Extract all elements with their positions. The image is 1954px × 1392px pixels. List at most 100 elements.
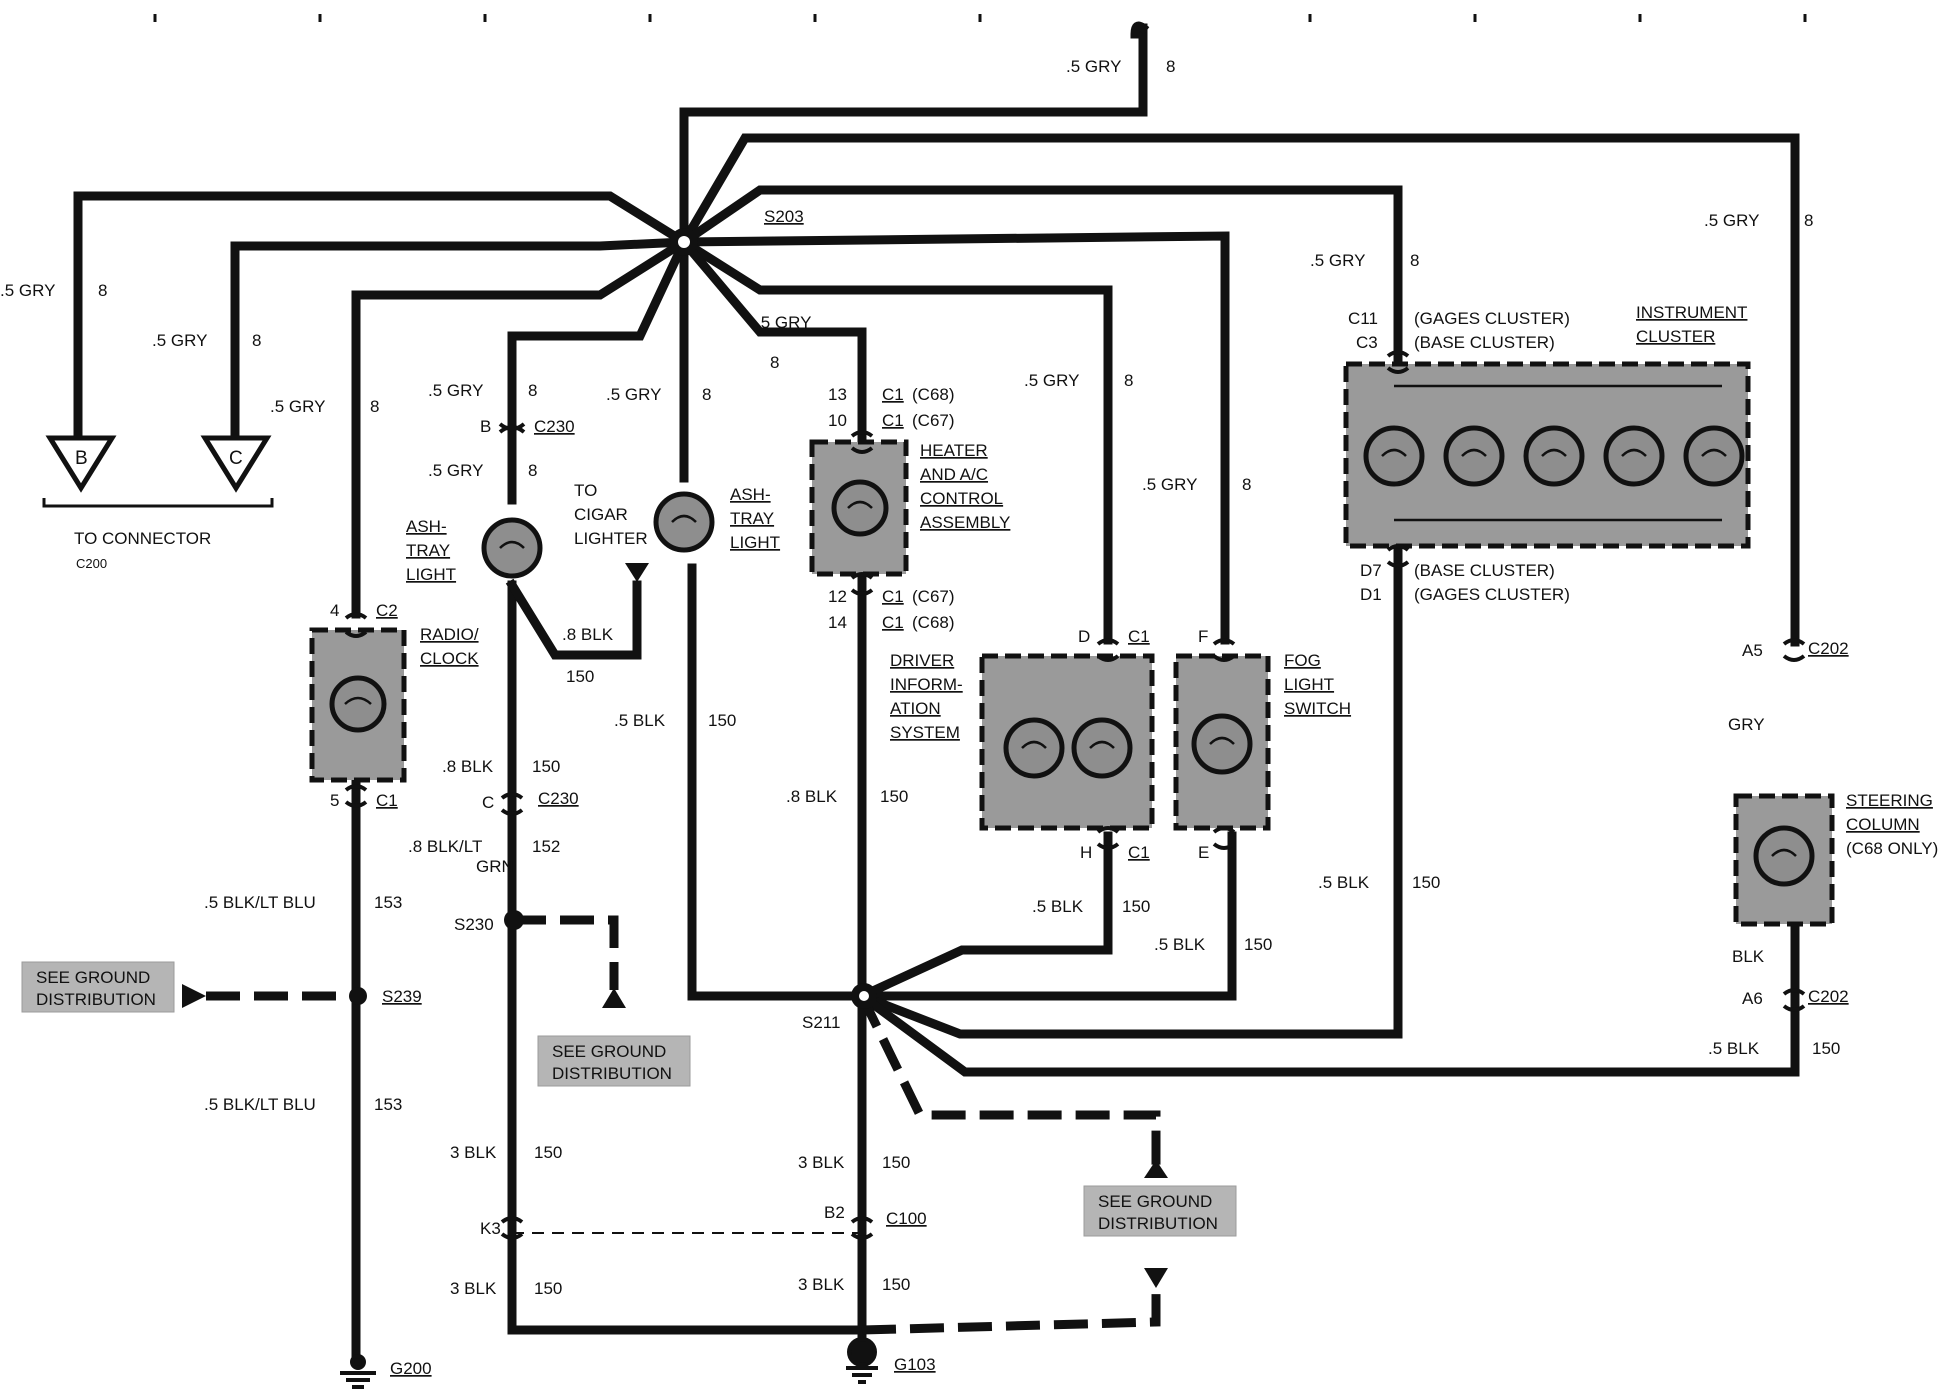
svg-text:G103: G103 xyxy=(894,1355,936,1374)
svg-text:14: 14 xyxy=(828,613,847,632)
svg-text:.5 BLK: .5 BLK xyxy=(1708,1039,1760,1058)
svg-text:LIGHTER: LIGHTER xyxy=(574,529,648,548)
svg-text:C: C xyxy=(229,448,243,469)
svg-text:C1: C1 xyxy=(882,411,904,430)
svg-text:.5 GRY: .5 GRY xyxy=(0,281,55,300)
svg-text:8: 8 xyxy=(1166,57,1175,76)
svg-text:C: C xyxy=(482,793,494,812)
svg-text:3 BLK: 3 BLK xyxy=(450,1279,497,1298)
svg-text:HEATER: HEATER xyxy=(920,441,988,460)
svg-text:.5 BLK/LT BLU: .5 BLK/LT BLU xyxy=(204,1095,316,1114)
svg-text:8: 8 xyxy=(770,353,779,372)
ashtray-light-1 xyxy=(481,517,543,579)
ground-g103-symbol xyxy=(846,1337,878,1384)
svg-text:B2: B2 xyxy=(824,1203,845,1222)
ashtray-light-2 xyxy=(653,491,715,553)
svg-text:8: 8 xyxy=(370,397,379,416)
svg-text:ASH-: ASH- xyxy=(406,517,447,536)
svg-text:DISTRIBUTION: DISTRIBUTION xyxy=(36,990,156,1009)
svg-text:GRN: GRN xyxy=(476,857,514,876)
svg-text:CONTROL: CONTROL xyxy=(920,489,1003,508)
svg-text:(C68 ONLY): (C68 ONLY) xyxy=(1846,839,1938,858)
instrument-cluster-box xyxy=(1343,361,1751,549)
svg-text:.5 BLK/LT BLU: .5 BLK/LT BLU xyxy=(204,893,316,912)
svg-text:152: 152 xyxy=(532,837,560,856)
svg-text:.5 GRY: .5 GRY xyxy=(1024,371,1079,390)
see-ground-box-1: SEE GROUND DISTRIBUTION xyxy=(21,961,175,1013)
svg-text:SEE GROUND: SEE GROUND xyxy=(36,968,150,987)
svg-text:150: 150 xyxy=(882,1275,910,1294)
svg-text:8: 8 xyxy=(98,281,107,300)
svg-text:150: 150 xyxy=(708,711,736,730)
svg-text:8: 8 xyxy=(252,331,261,350)
svg-text:.5 GRY: .5 GRY xyxy=(428,381,483,400)
heater-box xyxy=(809,439,909,577)
svg-text:13: 13 xyxy=(828,385,847,404)
svg-text:C1: C1 xyxy=(376,791,398,810)
svg-text:.5 BLK: .5 BLK xyxy=(1032,897,1084,916)
svg-text:S211: S211 xyxy=(802,1013,840,1032)
svg-text:.5 GRY: .5 GRY xyxy=(1066,57,1121,76)
svg-text:FOG: FOG xyxy=(1284,651,1321,670)
connector-triangle-c: C xyxy=(200,435,272,493)
svg-text:.5 BLK: .5 BLK xyxy=(1154,935,1206,954)
svg-text:D: D xyxy=(1078,627,1090,646)
splice-s230 xyxy=(504,910,524,930)
svg-text:8: 8 xyxy=(1242,475,1251,494)
svg-text:CLOCK: CLOCK xyxy=(420,649,479,668)
svg-text:8: 8 xyxy=(528,461,537,480)
svg-text:CIGAR: CIGAR xyxy=(574,505,628,524)
svg-text:LIGHT: LIGHT xyxy=(406,565,456,584)
svg-text:AND A/C: AND A/C xyxy=(920,465,988,484)
splice-s203 xyxy=(670,228,698,256)
svg-text:DISTRIBUTION: DISTRIBUTION xyxy=(1098,1214,1218,1233)
svg-text:150: 150 xyxy=(880,787,908,806)
svg-text:D7: D7 xyxy=(1360,561,1382,580)
svg-text:150: 150 xyxy=(566,667,594,686)
svg-text:153: 153 xyxy=(374,893,402,912)
svg-text:C202: C202 xyxy=(1808,987,1849,1006)
gray-wires xyxy=(73,21,1800,647)
svg-text:.8 BLK: .8 BLK xyxy=(786,787,838,806)
svg-text:3 BLK: 3 BLK xyxy=(798,1153,845,1172)
arrow-markers xyxy=(182,563,1168,1288)
svg-text:8: 8 xyxy=(1804,211,1813,230)
svg-text:B: B xyxy=(480,417,491,436)
svg-text:.8 BLK/LT: .8 BLK/LT xyxy=(408,837,482,856)
svg-text:8: 8 xyxy=(702,385,711,404)
svg-text:150: 150 xyxy=(1412,873,1440,892)
svg-text:INSTRUMENT: INSTRUMENT xyxy=(1636,303,1747,322)
svg-text:.5 GRY: .5 GRY xyxy=(152,331,207,350)
svg-text:.5 BLK: .5 BLK xyxy=(614,711,666,730)
see-ground-box-2: SEE GROUND DISTRIBUTION xyxy=(537,1035,691,1087)
svg-text:150: 150 xyxy=(534,1279,562,1298)
svg-text:SWITCH: SWITCH xyxy=(1284,699,1351,718)
component-labels: ASH- TRAY LIGHT ASH- TRAY LIGHT TO CIGAR… xyxy=(74,303,1938,858)
svg-text:INFORM-: INFORM- xyxy=(890,675,963,694)
svg-text:(C67): (C67) xyxy=(912,411,955,430)
svg-text:BLK: BLK xyxy=(1732,947,1765,966)
svg-text:C1: C1 xyxy=(1128,627,1150,646)
svg-text:(BASE CLUSTER): (BASE CLUSTER) xyxy=(1414,333,1555,352)
svg-text:C1: C1 xyxy=(882,385,904,404)
svg-text:5: 5 xyxy=(330,791,339,810)
svg-text:.5 GRY: .5 GRY xyxy=(270,397,325,416)
svg-text:DRIVER: DRIVER xyxy=(890,651,954,670)
svg-text:150: 150 xyxy=(1122,897,1150,916)
black-wires xyxy=(351,535,1800,1365)
svg-text:TO: TO xyxy=(574,481,597,500)
svg-text:H: H xyxy=(1080,843,1092,862)
svg-text:C1: C1 xyxy=(882,613,904,632)
svg-text:150: 150 xyxy=(1244,935,1272,954)
svg-text:C1: C1 xyxy=(1128,843,1150,862)
ground-dashed-paths xyxy=(206,915,1161,1335)
svg-text:STEERING: STEERING xyxy=(1846,791,1933,810)
svg-text:B: B xyxy=(75,448,88,469)
svg-text:C1: C1 xyxy=(882,587,904,606)
dis-box xyxy=(979,653,1155,831)
svg-text:4: 4 xyxy=(330,601,339,620)
svg-text:TRAY: TRAY xyxy=(406,541,450,560)
connector-triangle-b: B xyxy=(45,435,117,493)
svg-text:C2: C2 xyxy=(376,601,398,620)
